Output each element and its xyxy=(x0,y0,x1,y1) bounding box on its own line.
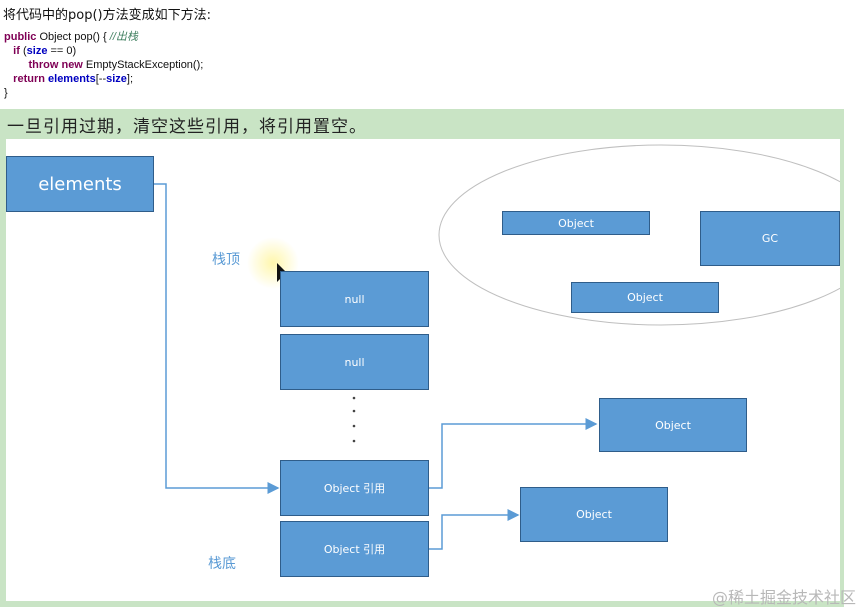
code-text: Object pop() { xyxy=(36,31,110,43)
elements-box: elements xyxy=(6,156,154,212)
code-text: == xyxy=(47,45,67,57)
stack-slot-null: null xyxy=(280,334,429,390)
stack-slot-null: null xyxy=(280,271,429,327)
watermark: @稀土掘金技术社区 xyxy=(711,588,856,607)
code-keyword: public xyxy=(4,31,37,43)
intro-text: 将代码中的pop()方法变成如下方法: xyxy=(3,8,211,23)
stack-bottom-label: 栈底 xyxy=(208,556,236,572)
code-number: 0 xyxy=(66,45,73,57)
diagram-canvas: elements 栈顶 栈底 null null Object 引用 Objec… xyxy=(6,139,840,601)
code-snippet: public Object pop() { //出栈 if (size == 0… xyxy=(4,30,203,100)
code-keyword: throw xyxy=(28,59,59,71)
live-object-box: Object xyxy=(520,487,668,542)
code-text: EmptyStackException(); xyxy=(82,59,204,71)
code-comment: //出栈 xyxy=(109,31,138,43)
stack-top-label: 栈顶 xyxy=(212,252,240,268)
code-text: ) xyxy=(72,45,77,57)
gc-box: GC xyxy=(700,211,840,266)
ellipsis-dot xyxy=(352,409,356,413)
slide-title: 一旦引用过期，清空这些引用，将引用置空。 xyxy=(7,117,367,137)
live-object-box: Object xyxy=(599,398,747,452)
gc-object-box: Object xyxy=(502,211,650,235)
code-text: ]; xyxy=(126,73,134,85)
gc-region-ellipse xyxy=(438,144,840,326)
code-keyword: return xyxy=(13,73,45,85)
arrow-ref1-to-object xyxy=(429,418,598,489)
ellipsis-dot xyxy=(352,424,356,428)
stack-slot-object-ref: Object 引用 xyxy=(280,521,429,577)
code-text: } xyxy=(4,87,8,99)
code-keyword: if xyxy=(13,45,20,57)
code-text: ( xyxy=(19,45,27,57)
arrow-ref2-to-object xyxy=(429,509,520,550)
code-variable: size xyxy=(106,73,127,85)
code-text: [-- xyxy=(95,73,107,85)
ellipsis-dot xyxy=(352,439,356,443)
gc-object-box: Object xyxy=(571,282,719,313)
code-variable: elements xyxy=(48,73,96,85)
code-keyword: new xyxy=(61,59,83,71)
ellipsis-dot xyxy=(352,396,356,400)
arrow-elements-to-ref xyxy=(154,183,280,494)
stack-slot-object-ref: Object 引用 xyxy=(280,460,429,516)
code-variable: size xyxy=(26,45,48,57)
